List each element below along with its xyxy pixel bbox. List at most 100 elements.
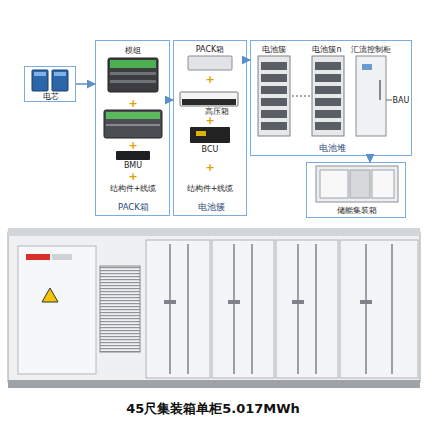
component-item: BMU — [104, 150, 162, 172]
container-sticker — [26, 254, 50, 260]
caption: 45尺集装箱单柜5.017MWh — [0, 401, 426, 417]
module-line — [110, 80, 156, 83]
container-door — [212, 240, 274, 378]
lock-bar — [297, 244, 299, 374]
pack-module-icon — [104, 110, 162, 138]
pack-module-top — [106, 112, 160, 119]
node-label: 电池簇n — [306, 45, 348, 55]
node-label: PACK箱 — [178, 45, 242, 55]
node-label: BMU — [104, 161, 162, 171]
component-item: PACK箱 — [178, 44, 242, 72]
container-door — [276, 240, 338, 378]
node-label: 电池簇 — [174, 202, 248, 212]
container-icon — [316, 166, 398, 202]
cabinet-handle — [379, 80, 381, 100]
lock-bar — [187, 244, 189, 374]
node-label: 结构件+线缆 — [175, 184, 245, 194]
lock-bar — [391, 244, 393, 374]
lock-bar — [365, 244, 367, 374]
node-label: 高压箱 — [190, 107, 244, 117]
node-label: 模组 — [100, 46, 166, 56]
container-door — [320, 170, 348, 198]
group-box: 电池堆 电池簇 电池簇n汇流控制柜 BAU — [250, 40, 412, 156]
bcu-icon — [190, 127, 230, 143]
container-door — [146, 240, 210, 378]
lock-bar — [251, 244, 253, 374]
bmu-icon — [116, 151, 150, 160]
container-door — [350, 170, 370, 198]
plus-sign: + — [204, 162, 216, 173]
component-item: 高压箱 — [176, 88, 244, 118]
rack-module — [315, 110, 341, 118]
group-box: 电池簇 PACK箱高压箱 BCU 结构件+线缆 — [173, 40, 247, 216]
rack-module — [315, 74, 341, 82]
component-item: BCU — [180, 124, 240, 156]
node-label: BCU — [180, 145, 240, 155]
rack-module — [261, 86, 287, 94]
hv-box-front — [182, 99, 236, 105]
component-item: 电池簇n — [306, 44, 348, 138]
plus-sign: + — [204, 115, 216, 126]
cell-icon — [32, 70, 48, 91]
group-box: 储能集装箱 — [306, 162, 406, 218]
door-handle — [228, 300, 240, 304]
container-roof — [8, 228, 420, 236]
rack-module — [261, 74, 287, 82]
plus-sign: + — [127, 171, 139, 182]
rack-icon — [312, 56, 344, 136]
module-top — [110, 60, 156, 68]
leader-line — [386, 100, 392, 101]
node-label: BAU — [391, 96, 411, 106]
node-label: 电池簇 — [254, 45, 294, 55]
cell-face — [54, 72, 66, 76]
module-line — [110, 72, 156, 75]
ellipsis-line — [292, 96, 310, 97]
cell-face — [34, 72, 46, 76]
node-label: 汇流控制柜 — [348, 45, 394, 55]
door-handle — [292, 300, 304, 304]
pack-box-icon — [188, 56, 232, 70]
component-item: 模组 — [100, 44, 166, 96]
container-body — [8, 232, 420, 382]
warning-sign — [42, 288, 58, 302]
rack-module — [261, 110, 287, 118]
ac-unit — [100, 266, 140, 352]
node-label: 电芯 — [25, 92, 77, 102]
lock-bar — [315, 244, 317, 374]
component-item: 结构件+线缆 — [98, 182, 168, 196]
container-base — [8, 380, 420, 388]
node-label: 储能集装箱 — [307, 206, 407, 216]
rack-module — [261, 122, 287, 130]
group-box: 电芯 — [24, 66, 76, 102]
node-label: 结构件+线缆 — [98, 184, 168, 194]
plus-sign: + — [127, 98, 139, 109]
rack-module — [315, 86, 341, 94]
node-label: 电池堆 — [251, 143, 413, 153]
group-box: PACK箱 模组 BMU 结构件+线缆 — [95, 40, 170, 216]
container-sticker — [52, 254, 72, 260]
lock-bar — [233, 244, 235, 374]
container-side-door — [18, 246, 96, 374]
pack-module-line — [106, 124, 160, 126]
plus-sign: + — [204, 74, 216, 85]
flow-arrow — [76, 83, 95, 85]
rack-icon — [258, 56, 290, 136]
rack-module — [261, 98, 287, 106]
plus-sign: + — [127, 140, 139, 151]
lock-bar — [169, 244, 171, 374]
rack-module — [315, 62, 341, 70]
rack-module — [315, 122, 341, 130]
rack-module — [261, 62, 287, 70]
hv-box-icon — [180, 92, 238, 106]
container-door — [372, 170, 394, 198]
component-item: 结构件+线缆 — [175, 182, 245, 196]
cabinet-display — [362, 64, 372, 70]
bcu-chip — [196, 131, 206, 136]
component-item: BAU — [391, 94, 411, 108]
door-handle — [164, 300, 176, 304]
module-icon — [108, 58, 158, 92]
door-handle — [360, 300, 372, 304]
rack-module — [315, 98, 341, 106]
node-label: PACK箱 — [96, 202, 171, 212]
